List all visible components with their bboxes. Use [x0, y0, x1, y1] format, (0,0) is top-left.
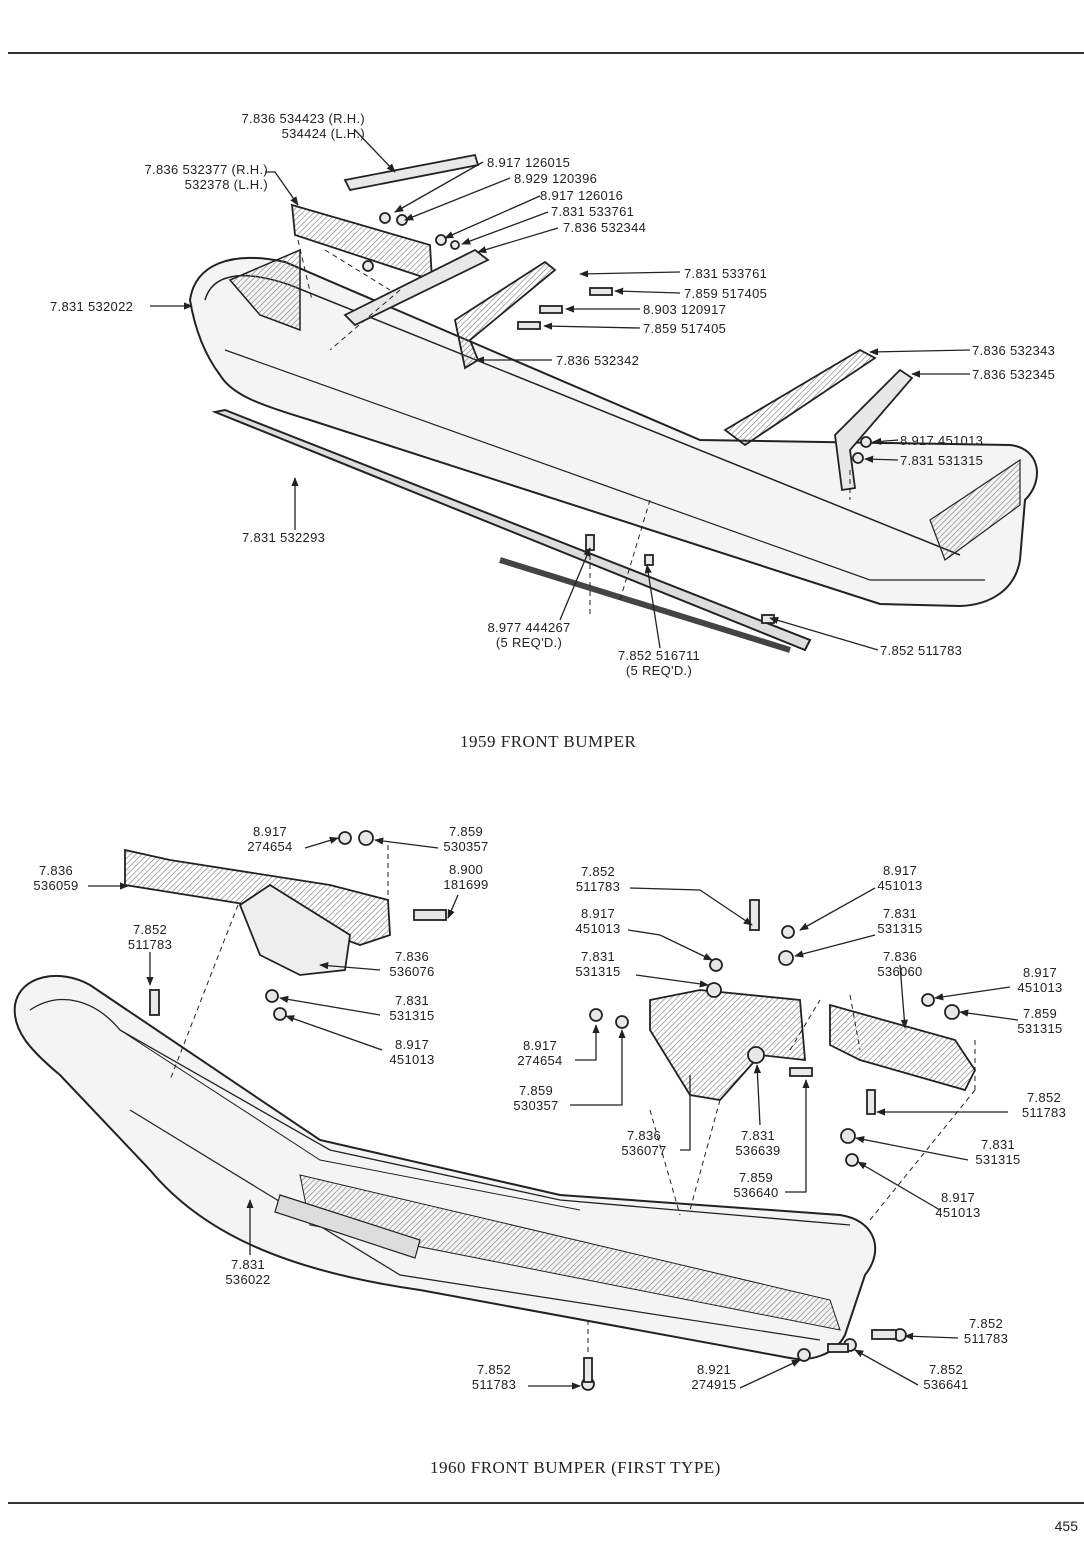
callout-1960-m17: 8.917 274654: [517, 1038, 563, 1068]
callout-1960-m16: 7.859 531315: [1017, 1006, 1063, 1036]
bumper-1959: [188, 248, 1038, 653]
callout-1959-l12: 7.836 532342: [556, 353, 640, 368]
callout-1959-l09: 7.859 517405: [684, 286, 768, 301]
callout-1960-m20: 7.831 536639: [735, 1128, 781, 1158]
callout-1959-l17: 7.831 531315: [900, 453, 984, 468]
callout-1959-l07: 7.836 532344: [563, 220, 647, 235]
callout-1959-l05: 8.917 126016: [540, 188, 624, 203]
callout-1959-l16: 8.917 451013: [900, 433, 984, 448]
callout-1959-l15: 7.836 532345: [972, 367, 1056, 382]
callout-1959-l10: 8.903 120917: [643, 302, 727, 317]
callout-1960-m23: 7.831 531315: [975, 1137, 1021, 1167]
callout-1959-l13: 7.831 532022: [50, 299, 134, 314]
leaders-1959: [150, 129, 971, 651]
callout-1960-m06: 7.836 536076: [389, 949, 435, 979]
callout-1960-m01: 8.917 274654: [247, 824, 293, 854]
callout-1960-m09: 7.852 511783: [575, 864, 621, 894]
callout-1960-m29: 7.852 536641: [923, 1362, 969, 1392]
callout-1959-l20: 7.852 516711 (5 REQ'D.): [617, 648, 701, 678]
callout-1960-m14: 7.836 536060: [877, 949, 923, 979]
callout-1960-m03: 8.900 181699: [443, 862, 489, 892]
callout-1960-m05: 7.852 511783: [127, 922, 173, 952]
callout-1960-m22: 7.852 511783: [1021, 1090, 1067, 1120]
callout-1960-m10: 8.917 451013: [575, 906, 621, 936]
callout-1959-l08: 7.831 533761: [684, 266, 768, 281]
brackets-1959: [290, 153, 914, 624]
callout-1960-m15: 8.917 451013: [1017, 965, 1063, 995]
callout-1959-l18: 7.831 532293: [242, 530, 326, 545]
caption-1960-front-bumper: 1960 FRONT BUMPER (FIRST TYPE): [430, 1458, 721, 1477]
callout-1960-m28: 7.852 511783: [963, 1316, 1009, 1346]
callout-1959-l04: 8.929 120396: [514, 171, 598, 186]
callout-1960-m11: 7.831 531315: [575, 949, 621, 979]
callout-1959-l03: 8.917 126015: [487, 155, 571, 170]
valance-strip-1959: [211, 408, 812, 652]
callout-1960-m13: 7.831 531315: [877, 906, 923, 936]
callout-1960-m08: 8.917 451013: [389, 1037, 435, 1067]
callout-1960-m18: 7.859 530357: [513, 1083, 559, 1113]
top-rule: [8, 52, 1084, 54]
bottom-rule: [8, 1502, 1084, 1504]
callout-1959-l19: 8.977 444267 (5 REQ'D.): [487, 620, 571, 650]
callout-1960-m07: 7.831 531315: [389, 993, 435, 1023]
bumper-bar-1959: [188, 256, 1038, 608]
callout-1960-m24: 8.917 451013: [935, 1190, 981, 1220]
brackets-1960: [124, 830, 977, 1391]
callout-1959-l11: 7.859 517405: [643, 321, 727, 336]
caption-1959-front-bumper: 1959 FRONT BUMPER: [460, 732, 637, 751]
page-number: 455: [1054, 1518, 1078, 1534]
bumper-1960: [13, 974, 877, 1361]
callout-1960-m26: 7.852 511783: [471, 1362, 517, 1392]
callout-1959-l02: 7.836 532377 (R.H.) 532378 (L.H.): [144, 162, 268, 192]
callout-1959-l14: 7.836 532343: [972, 343, 1056, 358]
callout-1959-l21: 7.852 511783: [880, 643, 963, 658]
callout-1960-m27: 8.921 274915: [691, 1362, 737, 1392]
callout-1960-m12: 8.917 451013: [877, 863, 923, 893]
leaders-1960: [88, 836, 1019, 1390]
callout-1960-m25: 7.831 536022: [225, 1257, 271, 1287]
callout-1959-l06: 7.831 533761: [551, 204, 635, 219]
callout-1960-m19: 7.836 536077: [621, 1128, 667, 1158]
callout-1959-l01: 7.836 534423 (R.H.) 534424 (L.H.): [241, 111, 365, 141]
callout-1960-m21: 7.859 536640: [733, 1170, 779, 1200]
callout-1960-m04: 7.836 536059: [33, 863, 79, 893]
callout-1960-m02: 7.859 530357: [443, 824, 489, 854]
